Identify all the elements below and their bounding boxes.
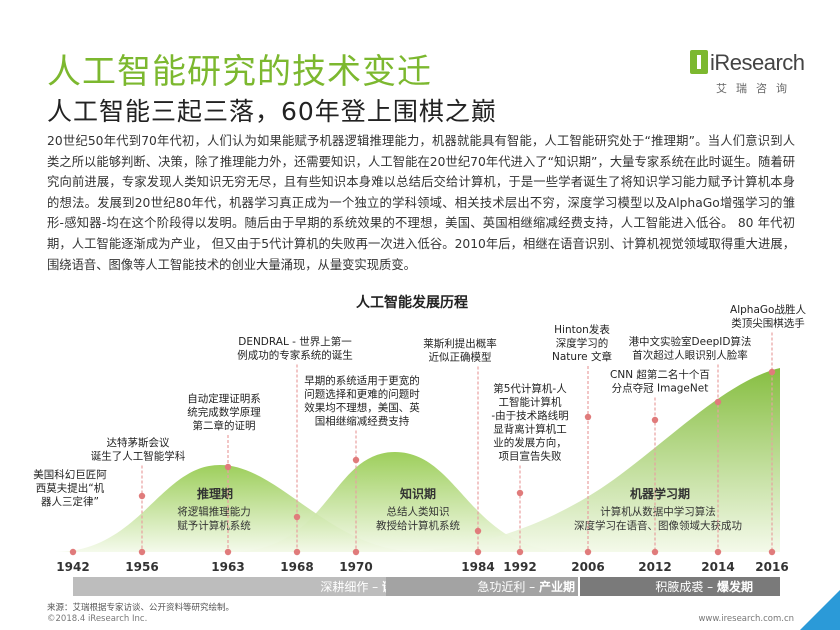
timeline-dot	[516, 548, 524, 556]
event-label: 类顶尖围棋选手	[731, 317, 805, 330]
phase-area-machine-learning	[395, 368, 780, 552]
era-band	[386, 577, 578, 596]
timeline-dot	[474, 548, 482, 556]
event-label: 效果均不理想，美国、英	[304, 401, 420, 414]
event-label: 第二章的证明	[193, 419, 256, 432]
event-label: 美国科幻巨匠阿	[33, 468, 107, 481]
intro-paragraph: 20世纪50年代到70年代初，人们认为如果能赋予机器逻辑推理能力，机器就能具有智…	[47, 134, 795, 272]
event-label: 分点夺冠 ImageNet	[612, 382, 709, 395]
logo-mark-icon	[690, 50, 708, 74]
phase-area-knowledge	[230, 452, 570, 552]
event-label: 器人三定律”	[41, 495, 99, 508]
timeline-dot	[69, 548, 77, 556]
logo-cn: 艾瑞咨询	[716, 82, 796, 95]
chart-title: 人工智能发展历程	[356, 294, 468, 311]
phase-desc: 教授给计算机系统	[376, 519, 460, 532]
event-dot	[768, 368, 776, 376]
phase-desc: 计算机从数据中学习算法	[600, 505, 716, 518]
event-label: 显背离计算机工	[493, 423, 567, 436]
timeline-dot	[651, 548, 659, 556]
year-tick: 1968	[280, 560, 313, 574]
timeline-dot	[224, 548, 232, 556]
event-label: Nature 文章	[552, 350, 612, 363]
event-label: 早期的系统适用于更宽的	[304, 374, 420, 387]
year-tick: 1984	[461, 560, 494, 574]
footer-source: 来源：艾瑞根据专家访谈、公开资料等研究绘制。	[47, 603, 235, 613]
footer-url: www.iresearch.com.cn	[698, 614, 794, 624]
event-label: 深度学习的	[556, 337, 609, 350]
event-label: 西莫夫提出“机	[36, 482, 105, 495]
event-dot	[474, 527, 482, 535]
event-dot	[293, 513, 301, 521]
era-band-label: 急功近利 – 产业期	[477, 579, 575, 594]
event-label: Hinton发表	[554, 323, 610, 336]
era-band	[73, 577, 386, 596]
event-dot	[224, 463, 232, 471]
event-label: 港中文实验室DeepID算法	[629, 335, 752, 348]
year-tick: 1970	[339, 560, 372, 574]
event-dot	[516, 489, 524, 497]
phase-title: 知识期	[399, 486, 436, 501]
event-dot	[138, 492, 146, 500]
event-label: 项目宣告失败	[499, 450, 562, 463]
event-dot	[651, 416, 659, 424]
era-band	[580, 577, 780, 596]
event-label: AlphaGo战胜人	[730, 304, 806, 316]
page-title: 人工智能研究的技术变迁	[47, 52, 432, 92]
event-label: 诞生了人工智能学科	[91, 450, 186, 463]
event-label: CNN 超第二名十个百	[610, 368, 710, 381]
event-label: -由于技术路线明	[491, 409, 568, 422]
event-label: 自动定理证明系	[187, 392, 261, 405]
event-label: 首次超过人眼识别人脸率	[632, 349, 748, 362]
year-tick: 1963	[211, 560, 244, 574]
phase-desc: 赋予计算机系统	[177, 519, 251, 532]
event-label: 业的发展方向，	[493, 436, 567, 449]
event-label: 第5代计算机-人	[493, 382, 567, 395]
page-subtitle: 人工智能三起三落，60年登上围棋之巅	[47, 97, 497, 126]
event-dot	[352, 456, 360, 464]
phase-desc: 深度学习在语音、图像领域大获成功	[574, 519, 742, 532]
timeline-dot	[584, 548, 592, 556]
event-label: 问题选择和更难的问题时	[304, 388, 420, 401]
phase-title: 推理期	[197, 486, 233, 501]
event-label: 近似正确模型	[429, 351, 492, 364]
year-tick: 2012	[638, 560, 671, 574]
event-label: 工智能计算机	[499, 396, 562, 409]
phase-desc: 将逻辑推理能力	[177, 505, 251, 518]
timeline-dot	[714, 548, 722, 556]
year-tick: 1956	[125, 560, 158, 574]
year-tick: 1942	[56, 560, 89, 574]
timeline-dot	[768, 548, 776, 556]
timeline-dot	[138, 548, 146, 556]
year-tick: 2006	[571, 560, 604, 574]
footer-copyright: ©2018.4 iResearch Inc.	[47, 614, 148, 624]
event-label: 莱斯利提出概率	[423, 337, 497, 350]
event-label: 达特茅斯会议	[107, 436, 170, 449]
event-label: DENDRAL - 世界上第一	[238, 335, 352, 348]
event-label: 例成功的专家系统的诞生	[237, 349, 353, 362]
timeline-dot	[293, 548, 301, 556]
phase-title: 机器学习期	[630, 486, 690, 501]
era-band-label: 积腋成裘 – 爆发期	[655, 579, 753, 594]
event-label: 国相继缩减经费支持	[315, 415, 410, 428]
timeline-dot	[352, 548, 360, 556]
event-dot	[714, 398, 722, 406]
event-dot	[584, 413, 592, 421]
year-tick: 2014	[701, 560, 734, 574]
corner-decoration	[800, 590, 840, 630]
phase-desc: 总结人类知识	[387, 505, 450, 518]
year-tick: 1992	[503, 560, 536, 574]
iresearch-logo: iResearch 艾瑞咨询	[690, 50, 805, 100]
logo-wordmark: iResearch	[710, 50, 805, 75]
event-label: 统完成数学原理	[187, 406, 261, 419]
year-tick: 2016	[755, 560, 788, 574]
